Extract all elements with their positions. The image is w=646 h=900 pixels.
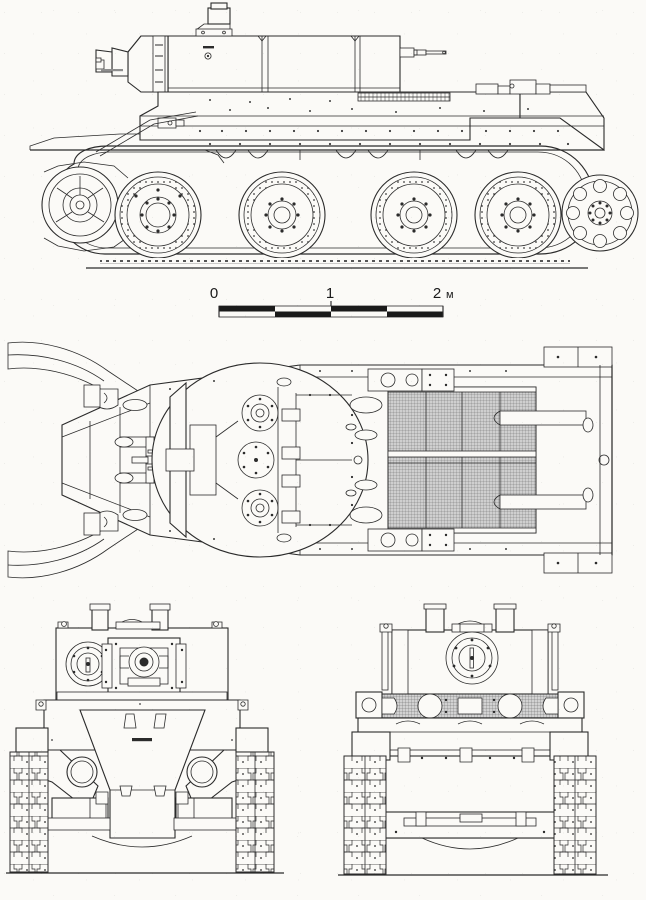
scale-tick-1: 1 [326,285,334,302]
scale-unit-label: м [446,289,454,301]
front-turret [55,603,229,701]
rear-tracks [343,731,597,875]
plan-rear-deck [169,346,613,574]
rear-hull [357,717,583,850]
side-rear-machine-gun [399,47,447,58]
scale-tick-0: 0 [210,285,218,302]
front-hull [35,699,249,848]
scale-tick-2: 2 [433,285,441,302]
plan-view [0,325,646,600]
side-bump-stops [215,149,509,159]
rear-engine-mesh [355,691,585,719]
road-wheel [474,171,562,259]
plan-turret-port [241,489,279,527]
front-view [0,600,320,900]
rear-view [330,600,646,900]
front-tracks [9,751,275,873]
side-suspension-arms [95,111,421,164]
side-gun-mantlet [95,35,169,93]
front-suspension [15,727,269,831]
side-road-wheels [114,171,562,259]
scale-bar: 0 1 2 м [0,283,646,323]
scale-bar-graphic [218,301,444,318]
side-elevation-view [0,0,646,285]
plan-turret-hinge [281,408,301,524]
side-drive-sprocket [561,174,639,252]
plan-turret-port [241,394,279,432]
side-front-idler [41,161,129,252]
road-wheel [114,171,202,259]
rear-turret [379,603,561,695]
plan-turret-port [237,441,275,479]
plan-turret [151,362,369,558]
road-wheel [238,171,326,259]
road-wheel [370,171,458,259]
side-turret [127,2,401,93]
side-hull-upper [29,79,605,152]
